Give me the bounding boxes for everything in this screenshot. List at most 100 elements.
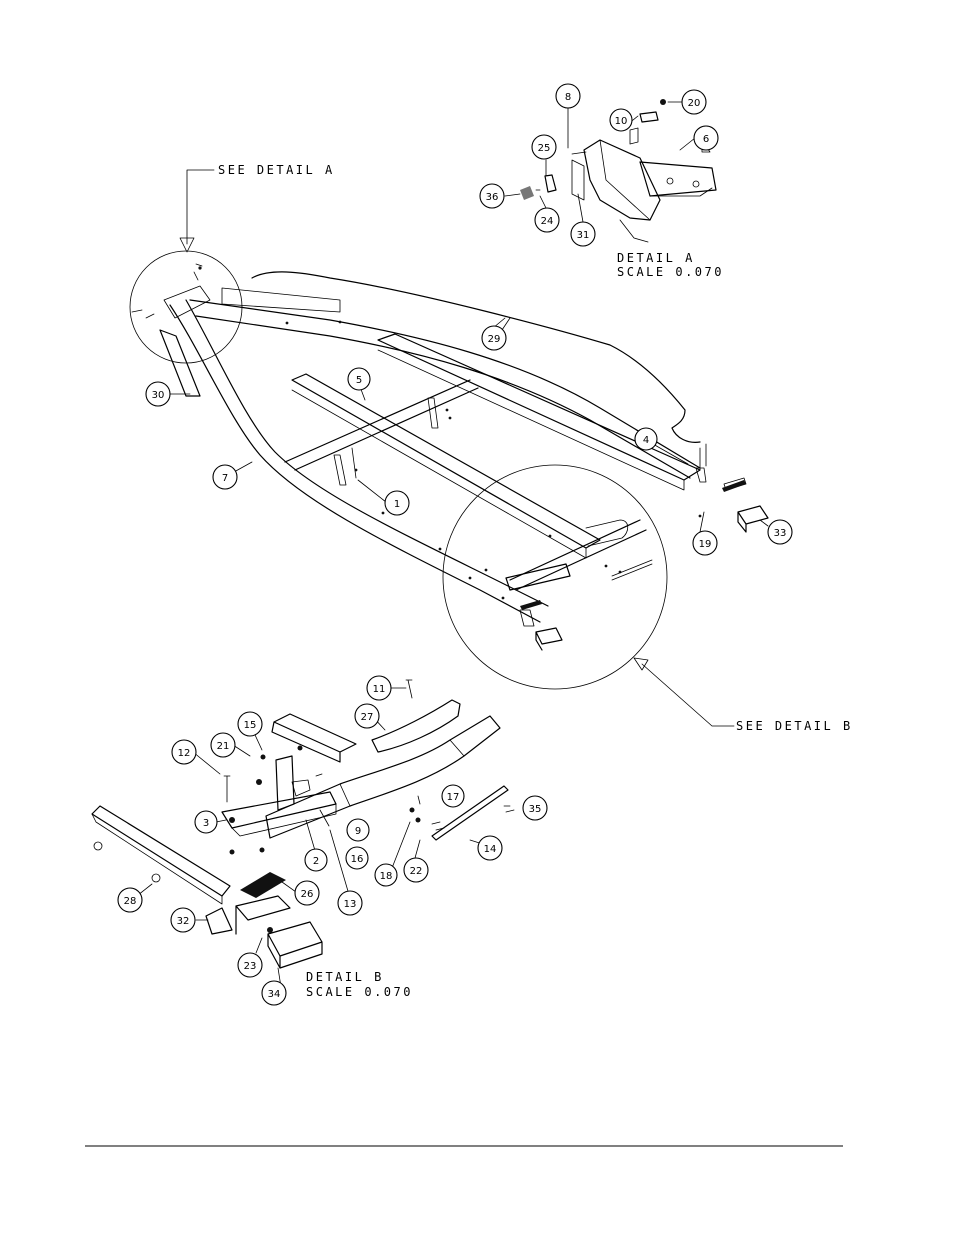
part-bubble-2: 2 [304, 848, 328, 872]
step-plate [235, 895, 291, 935]
svg-text:20: 20 [688, 98, 701, 109]
svg-text:15: 15 [244, 720, 257, 731]
part-bubble-19: 19 [692, 530, 718, 556]
part-bubble-23: 23 [237, 952, 263, 978]
svg-text:9: 9 [355, 826, 361, 837]
svg-text:19: 19 [699, 539, 712, 550]
see-detail-b-label: SEE DETAIL B [736, 719, 853, 733]
part-bubble-14: 14 [477, 835, 503, 861]
svg-text:30: 30 [152, 390, 165, 401]
detail-b-assembly [91, 679, 515, 969]
svg-text:13: 13 [344, 899, 357, 910]
svg-text:22: 22 [410, 866, 423, 877]
svg-text:35: 35 [529, 804, 542, 815]
part-bubble-34: 34 [261, 980, 287, 1006]
svg-text:18: 18 [380, 871, 393, 882]
part-bubble-22: 22 [403, 857, 429, 883]
detail-b-curved-frame [265, 715, 501, 839]
part-bubble-1: 1 [384, 490, 410, 516]
see-detail-b-leader [633, 657, 735, 727]
fender-lower-edge [221, 287, 341, 313]
svg-text:14: 14 [484, 844, 497, 855]
svg-text:1: 1 [394, 499, 400, 510]
bumper-block-33 [737, 505, 769, 533]
svg-text:26: 26 [301, 889, 314, 900]
detail-circle-a [129, 250, 243, 364]
svg-text:34: 34 [268, 989, 281, 1000]
part-bubble-4: 4 [634, 427, 658, 451]
part-bubble-5: 5 [347, 367, 371, 391]
part-bubble-27: 27 [354, 703, 380, 729]
bumper-block-34 [267, 921, 323, 969]
part-bubble-11: 11 [366, 675, 392, 701]
part-bubble-3: 3 [194, 810, 218, 834]
detail-b-scale: SCALE 0.070 [306, 985, 413, 999]
part-bubble-24: 24 [534, 207, 560, 233]
part-bubble-16: 16 [345, 846, 369, 870]
detail-a-title: DETAIL A [617, 251, 695, 265]
side-panel-30 [159, 329, 201, 397]
detail-b-title: DETAIL B [306, 970, 384, 984]
mounting-holes [198, 266, 702, 600]
svg-text:27: 27 [361, 712, 374, 723]
part-bubble-9: 9 [346, 818, 370, 842]
step-tread-26 [240, 872, 286, 898]
part-bubble-20: 20 [681, 89, 707, 115]
part-bubble-12: 12 [171, 739, 197, 765]
part-bubble-8: 8 [555, 83, 581, 109]
detail-b-front-bunk [271, 713, 357, 763]
svg-text:6: 6 [703, 134, 709, 145]
bunk-pad-27 [371, 699, 461, 753]
main-frame-outer [169, 304, 541, 623]
svg-text:11: 11 [373, 684, 386, 695]
detail-a-assembly [520, 99, 717, 243]
svg-text:2: 2 [313, 856, 319, 867]
guide-strip-35 [431, 785, 509, 841]
part-bubble-7: 7 [212, 464, 238, 490]
detail-a-clamp [544, 174, 557, 193]
svg-text:25: 25 [538, 143, 551, 154]
see-detail-a-label: SEE DETAIL A [218, 163, 335, 177]
svg-text:17: 17 [447, 792, 460, 803]
svg-text:32: 32 [177, 916, 190, 927]
part-bubble-18: 18 [374, 863, 398, 887]
part-bubble-15: 15 [237, 711, 263, 737]
part-bubble-33: 33 [767, 519, 793, 545]
detail-b-tongue-rail [91, 805, 231, 897]
see-detail-a-leader [179, 169, 215, 253]
part-bubble-28: 28 [117, 887, 143, 913]
part-callouts: 8 20 10 6 25 36 24 31 29 30 5 4 7 1 19 3… [117, 83, 793, 1006]
fender-panel [251, 271, 701, 443]
part-bubble-29: 29 [481, 325, 507, 351]
part-bubble-13: 13 [337, 890, 363, 916]
main-assembly [169, 266, 769, 651]
part-bubble-6: 6 [693, 125, 719, 151]
svg-text:36: 36 [486, 192, 499, 203]
detail-a-fender-bracket [583, 139, 661, 221]
cross-member-front [284, 379, 479, 471]
svg-text:28: 28 [124, 896, 137, 907]
svg-text:4: 4 [643, 435, 649, 446]
svg-text:8: 8 [565, 92, 571, 103]
part-bubble-35: 35 [522, 795, 548, 821]
rear-rail-lower [195, 315, 691, 479]
svg-text:29: 29 [488, 334, 501, 345]
svg-text:23: 23 [244, 961, 257, 972]
svg-text:12: 12 [178, 748, 191, 759]
svg-text:3: 3 [203, 818, 209, 829]
part-bubble-32: 32 [170, 907, 196, 933]
bracket-32 [205, 907, 233, 935]
part-bubble-36: 36 [479, 183, 505, 209]
svg-text:24: 24 [541, 216, 554, 227]
part-bubble-25: 25 [531, 134, 557, 160]
part-bubble-10: 10 [609, 108, 633, 132]
bunk-board-5 [291, 373, 601, 549]
detail-a-rail [639, 161, 717, 197]
bushing-10 [639, 111, 659, 123]
svg-text:16: 16 [351, 854, 364, 865]
callout-leaders [132, 101, 769, 988]
detail-circle-b [442, 464, 668, 690]
part-bubble-31: 31 [570, 221, 596, 247]
part-bubble-21: 21 [210, 732, 236, 758]
